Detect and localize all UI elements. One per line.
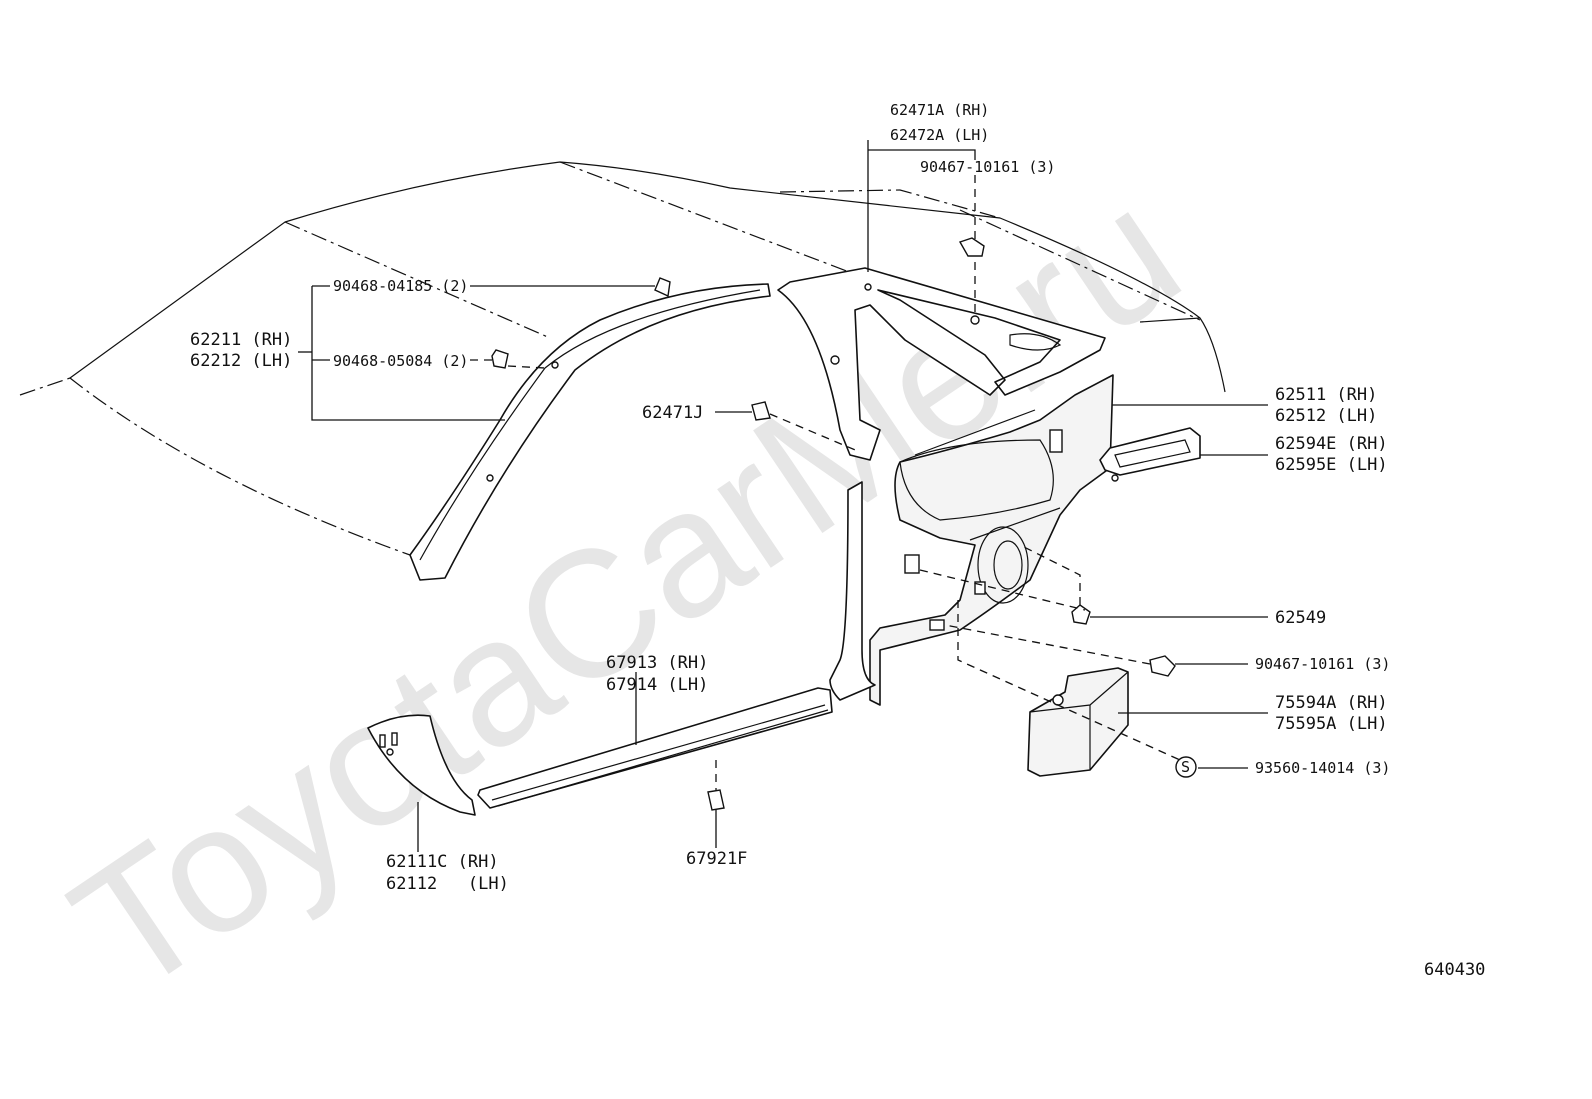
clip-90468-05084-icon bbox=[491, 349, 509, 369]
label-90468-04185: 90468-04185 (2) bbox=[333, 277, 468, 295]
label-75595A: 75595A (LH) bbox=[1275, 714, 1388, 734]
label-62112: 62112 (LH) bbox=[386, 874, 509, 894]
label-90467-right: 90467-10161 (3) bbox=[1255, 655, 1390, 673]
label-62471A: 62471A (RH) bbox=[890, 101, 989, 119]
label-93560: 93560-14014 (3) bbox=[1255, 759, 1390, 777]
label-62549: 62549 bbox=[1275, 608, 1326, 628]
label-62511: 62511 (RH) bbox=[1275, 385, 1377, 405]
label-62211: 62211 (RH) bbox=[190, 330, 292, 350]
screw-67921F-icon bbox=[707, 789, 725, 811]
center-pillar-lower-trim bbox=[829, 481, 876, 701]
label-62212: 62212 (LH) bbox=[190, 351, 292, 371]
panel-clips-icon bbox=[904, 554, 986, 631]
label-62512: 62512 (LH) bbox=[1275, 406, 1377, 426]
label-62471J: 62471J bbox=[642, 403, 703, 423]
s-symbol-text: S bbox=[1181, 758, 1190, 776]
assist-bezel bbox=[1099, 427, 1201, 482]
label-62111C: 62111C (RH) bbox=[386, 852, 499, 872]
label-62595E: 62595E (LH) bbox=[1275, 455, 1388, 475]
screw-62471J-icon bbox=[751, 401, 771, 421]
s-symbol-icon: S bbox=[1175, 756, 1197, 778]
cowl-side-trim bbox=[367, 714, 476, 816]
rear-speaker-box bbox=[1027, 667, 1129, 777]
label-67921F: 67921F bbox=[686, 849, 747, 869]
clip-90467-top-icon bbox=[958, 237, 985, 257]
label-62594E: 62594E (RH) bbox=[1275, 434, 1388, 454]
car-body-outline bbox=[19, 161, 1226, 556]
clip-62549-icon bbox=[1071, 604, 1091, 625]
leader-lines bbox=[298, 140, 1268, 852]
quarter-garnish-upper bbox=[777, 267, 1106, 461]
clip-90468-04185-icon bbox=[654, 277, 671, 298]
diagram-code: 640430 bbox=[1424, 960, 1485, 980]
label-67914: 67914 (LH) bbox=[606, 675, 708, 695]
watermark-text: ToyotaCarMe.ru bbox=[39, 150, 1213, 1033]
label-62472A: 62472A (LH) bbox=[890, 126, 989, 144]
label-67913: 67913 (RH) bbox=[606, 653, 708, 673]
label-90468-05084: 90468-05084 (2) bbox=[333, 352, 468, 370]
scuff-plate bbox=[477, 687, 833, 809]
label-75594A: 75594A (RH) bbox=[1275, 693, 1388, 713]
part-labels: 62471A (RH) 62472A (LH) 90467-10161 (3) … bbox=[190, 101, 1485, 980]
label-90467-top: 90467-10161 (3) bbox=[920, 158, 1055, 176]
clip-90467-right-icon bbox=[1149, 655, 1176, 677]
